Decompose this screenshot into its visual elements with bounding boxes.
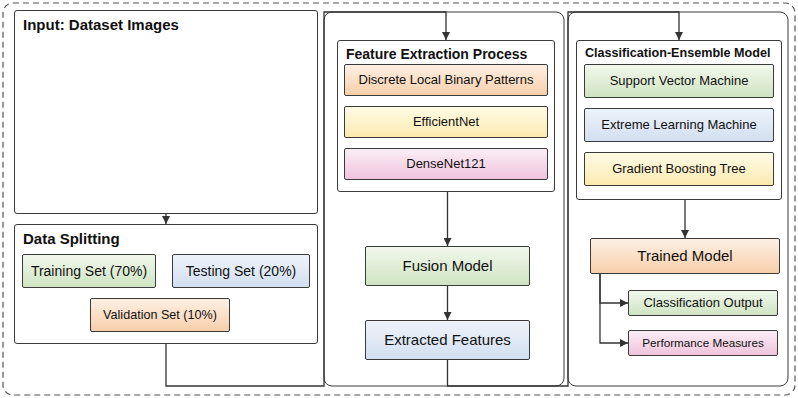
box-heading: Feature Extraction Process bbox=[346, 46, 527, 62]
container-box: Feature Extraction ProcessDiscrete Local… bbox=[337, 40, 555, 192]
process-box: Trained Model bbox=[590, 238, 780, 274]
box-label: Trained Model bbox=[633, 247, 736, 264]
process-box: Extreme Learning Machine bbox=[584, 108, 774, 142]
connector bbox=[684, 200, 685, 238]
box-heading: Classification-Ensemble Model bbox=[585, 46, 770, 60]
process-box: Fusion Model bbox=[365, 246, 530, 286]
process-box: Extracted Features bbox=[365, 320, 530, 360]
process-box: Support Vector Machine bbox=[584, 64, 774, 98]
box-heading: Data Splitting bbox=[23, 230, 120, 247]
connector bbox=[447, 286, 448, 320]
connector bbox=[600, 274, 628, 303]
box-label: Testing Set (20%) bbox=[182, 263, 301, 279]
box-label: Gradient Boosting Tree bbox=[608, 162, 750, 177]
process-box: Performance Measures bbox=[628, 330, 778, 356]
box-label: Fusion Model bbox=[398, 257, 496, 274]
process-box: Validation Set (10%) bbox=[90, 298, 230, 332]
panel-outline bbox=[568, 12, 788, 386]
connector bbox=[447, 192, 448, 246]
box-label: EfficientNet bbox=[409, 115, 483, 130]
box-heading: Input: Dataset Images bbox=[23, 16, 179, 33]
process-box: Testing Set (20%) bbox=[172, 254, 310, 288]
container-box: Classification-Ensemble ModelSupport Vec… bbox=[576, 40, 782, 200]
process-box: Classification Output bbox=[628, 290, 778, 316]
box-label: Validation Set (10%) bbox=[99, 308, 221, 322]
box-label: Training Set (70%) bbox=[27, 263, 151, 279]
process-box: DenseNet121 bbox=[344, 148, 548, 180]
container-box: Data SplittingTraining Set (70%) Testing … bbox=[14, 224, 318, 344]
box-label: DenseNet121 bbox=[402, 157, 490, 172]
process-box: Training Set (70%) bbox=[22, 254, 156, 288]
process-box: EfficientNet bbox=[344, 106, 548, 138]
panel-outline bbox=[324, 12, 564, 386]
connector bbox=[600, 274, 628, 343]
box-label: Extracted Features bbox=[380, 331, 515, 348]
process-box: Gradient Boosting Tree bbox=[584, 152, 774, 186]
box-label: Performance Measures bbox=[638, 336, 767, 349]
outer-frame bbox=[3, 3, 795, 395]
connector bbox=[165, 214, 166, 224]
box-label: Classification Output bbox=[639, 296, 766, 311]
box-label: Extreme Learning Machine bbox=[597, 118, 760, 133]
box-label: Support Vector Machine bbox=[606, 74, 753, 89]
box-label: Discrete Local Binary Patterns bbox=[355, 73, 538, 88]
process-box: Discrete Local Binary Patterns bbox=[344, 64, 548, 96]
container-box: Input: Dataset Images bbox=[14, 10, 318, 214]
